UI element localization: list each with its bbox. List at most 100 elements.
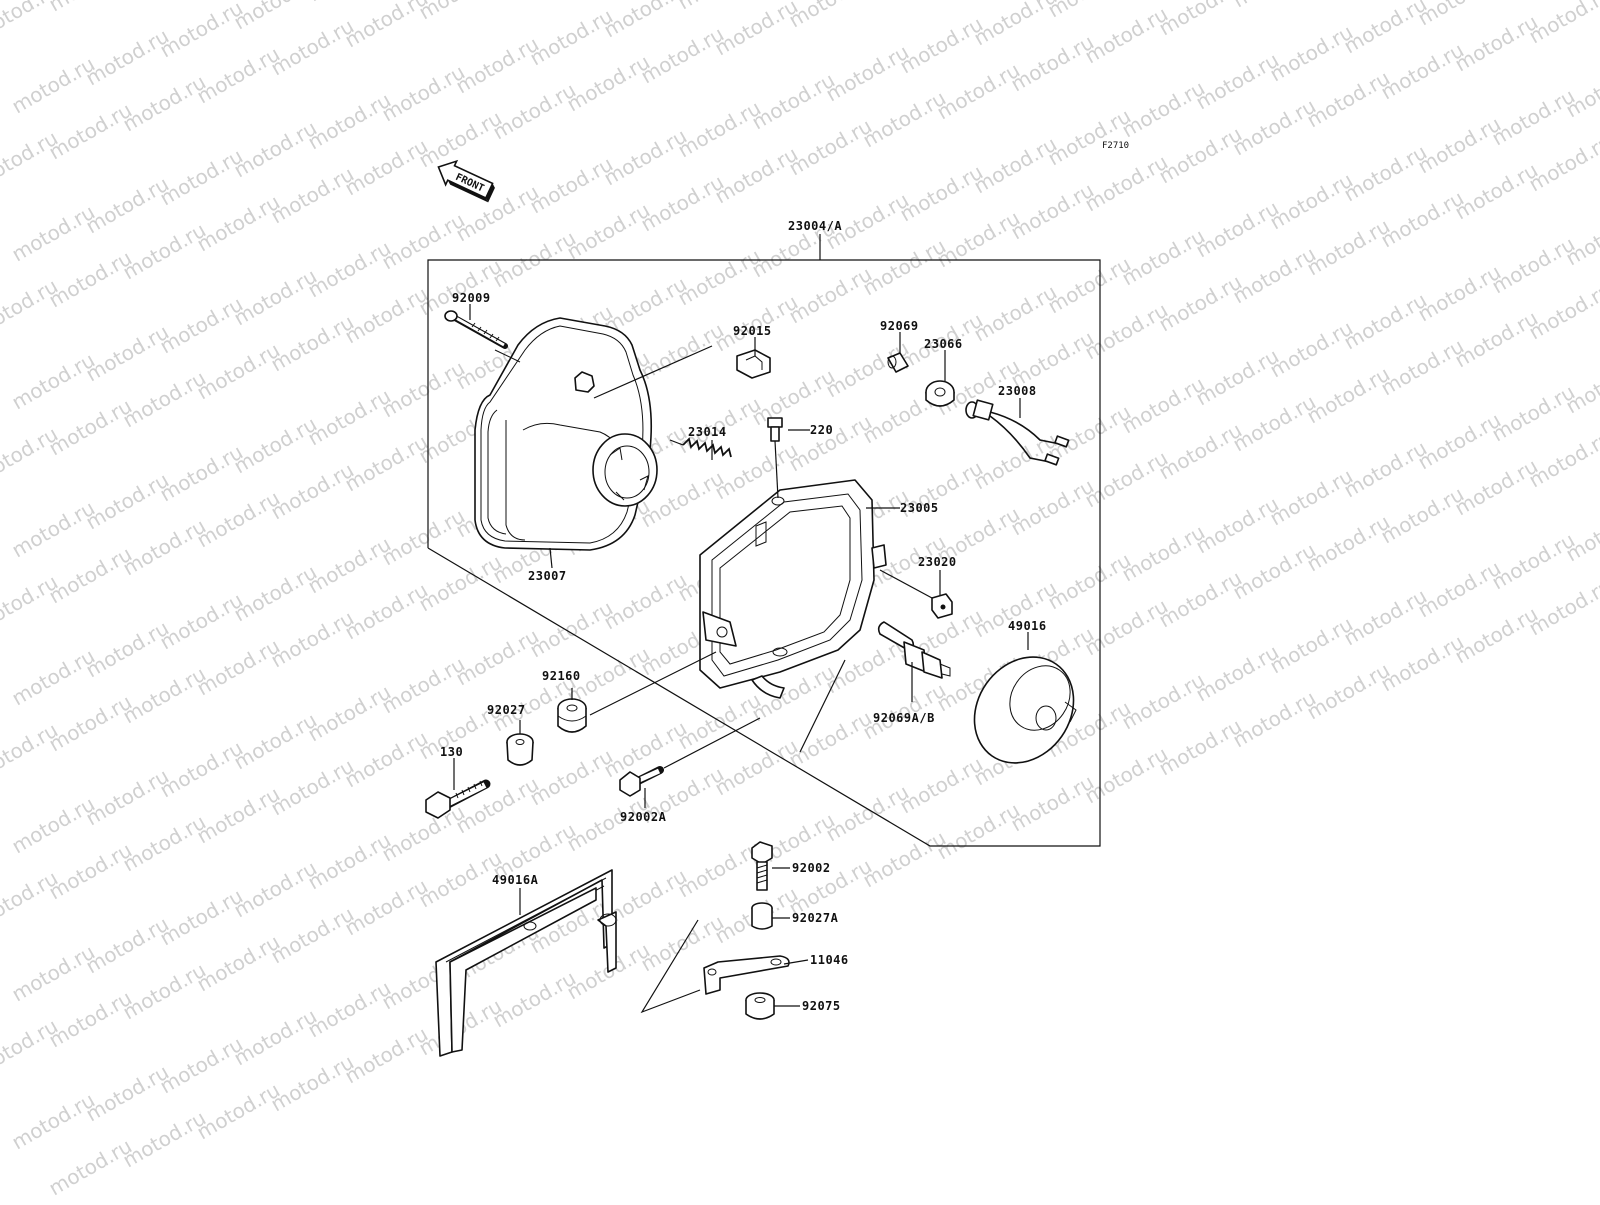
watermark-text: motod.ru xyxy=(193,486,284,553)
watermark-text: motod.ru xyxy=(1340,584,1431,651)
callout-92075: 92075 xyxy=(802,999,841,1013)
watermark-text: motod.ru xyxy=(785,114,876,181)
watermark-text: motod.ru xyxy=(8,940,99,1007)
watermark-text: motod.ru xyxy=(1192,640,1283,707)
watermark-text: motod.ru xyxy=(1044,104,1135,171)
watermark-text: motod.ru xyxy=(1229,0,1320,12)
watermark-text: motod.ru xyxy=(859,234,950,301)
watermark-text: motod.ru xyxy=(674,244,765,311)
watermark-text: motod.ru xyxy=(933,58,1024,125)
watermark-text: motod.ru xyxy=(859,86,950,153)
bracket-49016A xyxy=(436,870,616,1056)
watermark-text: motod.ru xyxy=(267,754,358,821)
watermark-text: motod.ru xyxy=(1081,446,1172,513)
watermark-text: motod.ru xyxy=(1525,574,1600,641)
callout-92160: 92160 xyxy=(542,669,581,683)
watermark-text: motod.ru xyxy=(8,496,99,563)
watermark-text: motod.ru xyxy=(970,280,1061,347)
watermark-text: motod.ru xyxy=(1007,30,1098,97)
grommet-23066 xyxy=(926,381,954,406)
watermark-text: motod.ru xyxy=(156,0,247,62)
watermark-text: motod.ru xyxy=(82,616,173,683)
watermark-text: motod.ru xyxy=(1118,520,1209,587)
watermark-text: motod.ru xyxy=(674,0,765,14)
watermark-text: motod.ru xyxy=(1007,474,1098,541)
watermark-text: motod.ru xyxy=(45,98,136,165)
watermark-text: motod.ru xyxy=(119,514,210,581)
watermark-text: motod.ru xyxy=(1303,66,1394,133)
watermark-text: motod.ru xyxy=(1266,168,1357,235)
watermark-text: motod.ru xyxy=(378,800,469,867)
watermark-text: motod.ru xyxy=(341,430,432,497)
nut-23020 xyxy=(932,594,952,618)
watermark-text: motod.ru xyxy=(1118,224,1209,291)
figure-code: F2710 xyxy=(1102,141,1129,151)
watermark-text: motod.ru xyxy=(156,884,247,951)
watermark-text: motod.ru xyxy=(1266,612,1357,679)
watermark-text: motod.ru xyxy=(82,1060,173,1127)
watermark-text: motod.ru xyxy=(230,116,321,183)
watermark-text: motod.ru xyxy=(1007,770,1098,837)
watermark-text: motod.ru xyxy=(1414,260,1505,327)
watermark-text: motod.ru xyxy=(489,78,580,145)
watermark-text: motod.ru xyxy=(1192,344,1283,411)
watermark-text: motod.ru xyxy=(637,22,728,89)
watermark-text: motod.ru xyxy=(341,874,432,941)
watermark-text: motod.ru xyxy=(119,810,210,877)
callout-23020: 23020 xyxy=(918,555,957,569)
watermark-text: motod.ru xyxy=(230,1004,321,1071)
watermark-text: motod.ru xyxy=(1229,686,1320,753)
watermark-text: motod.ru xyxy=(415,106,506,173)
watermark-text: motod.ru xyxy=(1414,408,1505,475)
callout-23004A: 23004/A xyxy=(788,219,842,233)
watermark-text: motod.ru xyxy=(304,0,395,6)
watermark-text: motod.ru xyxy=(1451,602,1542,669)
callout-92015: 92015 xyxy=(733,324,772,338)
watermark-text: motod.ru xyxy=(193,42,284,109)
watermark-text: motod.ru xyxy=(119,958,210,1025)
watermark-text: motod.ru xyxy=(82,468,173,535)
watermark-text: motod.ru xyxy=(1081,594,1172,661)
watermark-text: motod.ru xyxy=(1044,400,1135,467)
watermark-text: motod.ru xyxy=(711,142,802,209)
watermark-text: motod.ru xyxy=(1488,84,1579,151)
watermark-text: motod.ru xyxy=(341,282,432,349)
watermark-text: motod.ru xyxy=(304,976,395,1043)
callout-220: 220 xyxy=(810,423,833,437)
watermark-text: motod.ru xyxy=(1044,0,1135,22)
watermark-text: motod.ru xyxy=(1525,426,1600,493)
watermark-text: motod.ru xyxy=(896,12,987,79)
watermark-text: motod.ru xyxy=(1266,316,1357,383)
watermark-text: motod.ru xyxy=(8,348,99,415)
callout-92027: 92027 xyxy=(487,703,526,717)
watermark-text: motod.ru xyxy=(933,206,1024,273)
watermark-text: motod.ru xyxy=(378,652,469,719)
watermark-text: motod.ru xyxy=(933,798,1024,865)
watermark-text: motod.ru xyxy=(1229,94,1320,161)
watermark-text: motod.ru xyxy=(1414,556,1505,623)
watermark-text: motod.ru xyxy=(1451,158,1542,225)
watermark-text: motod.ru xyxy=(859,826,950,893)
watermark-text: motod.ru xyxy=(304,384,395,451)
callout-92002: 92002 xyxy=(792,861,831,875)
watermark-text: motod.ru xyxy=(1007,178,1098,245)
watermark-text: motod.ru xyxy=(415,0,506,24)
watermark-text: motod.ru xyxy=(341,726,432,793)
watermark-text: motod.ru xyxy=(563,50,654,117)
watermark-text: motod.ru xyxy=(378,356,469,423)
watermark-text: motod.ru xyxy=(1229,242,1320,309)
watermark-text: motod.ru xyxy=(45,690,136,757)
callout-11046: 11046 xyxy=(810,953,849,967)
watermark-text: motod.ru xyxy=(1340,436,1431,503)
watermark-text: motod.ru xyxy=(82,764,173,831)
callout-92027A: 92027A xyxy=(792,911,839,925)
watermark-text: motod.ru xyxy=(1081,298,1172,365)
watermark-text: motod.ru xyxy=(415,550,506,617)
callout-49016A: 49016A xyxy=(492,873,539,887)
watermark-text: motod.ru xyxy=(1229,390,1320,457)
watermark-text: motod.ru xyxy=(1266,464,1357,531)
watermark-text: motod.ru xyxy=(526,744,617,811)
watermark-text: motod.ru xyxy=(1303,214,1394,281)
watermark-text: motod.ru xyxy=(674,836,765,903)
watermark-text: motod.ru xyxy=(1192,48,1283,115)
